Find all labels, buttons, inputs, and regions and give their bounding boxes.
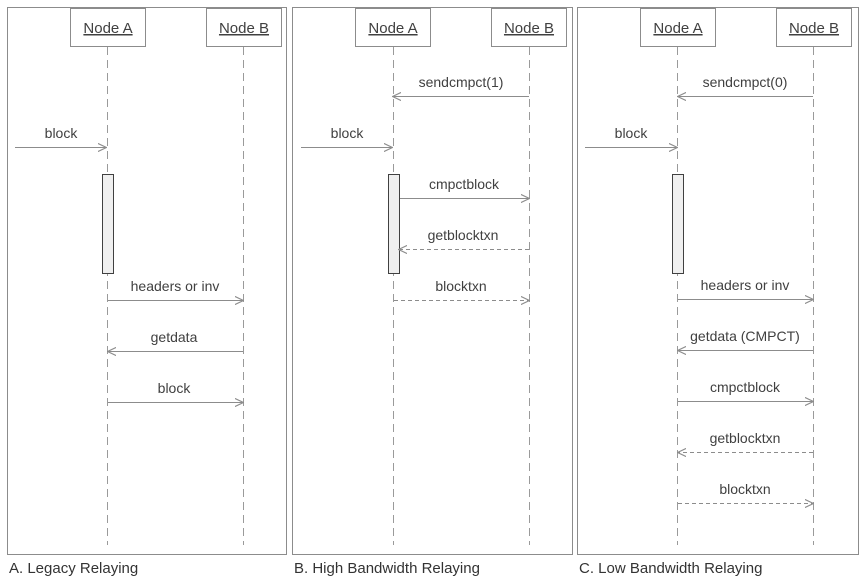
- node-a-activation-bar: [672, 174, 684, 274]
- panel-high-bandwidth-relaying: Node A Node B sendcmpct(1) block cmpctbl…: [292, 7, 573, 555]
- message-headers-or-inv-label: headers or inv: [701, 277, 790, 293]
- node-b-label: Node B: [504, 20, 554, 37]
- message-getblocktxn-label: getblocktxn: [428, 227, 499, 243]
- message-blocktxn-label: blocktxn: [435, 278, 486, 294]
- message-block-label: block: [45, 125, 79, 141]
- node-b-label: Node B: [789, 20, 839, 37]
- caption-low-bandwidth-relaying: C. Low Bandwidth Relaying: [579, 560, 762, 577]
- message-sendcmpct-label: sendcmpct(0): [703, 74, 788, 90]
- node-a-label: Node A: [83, 20, 132, 37]
- node-a-box: [70, 8, 146, 47]
- node-a-activation-bar: [388, 174, 400, 274]
- message-getblocktxn-label: getblocktxn: [710, 430, 781, 446]
- panel-frame: [292, 7, 573, 555]
- message-block-label: block: [331, 125, 365, 141]
- node-b-box: [776, 8, 852, 47]
- node-b-box: [206, 8, 282, 47]
- panel-frame: [7, 7, 287, 555]
- node-a-label: Node A: [653, 20, 702, 37]
- message-block-2-label: block: [158, 380, 192, 396]
- caption-high-bandwidth-relaying: B. High Bandwidth Relaying: [294, 560, 480, 577]
- node-a-box: [355, 8, 431, 47]
- panel-legacy-relaying: Node A Node B block headers or inv getda…: [7, 7, 287, 555]
- message-cmpctblock-label: cmpctblock: [710, 379, 781, 395]
- panel-frame: [577, 7, 859, 555]
- message-cmpctblock-label: cmpctblock: [429, 176, 500, 192]
- message-getdata-cmpct-label: getdata (CMPCT): [690, 328, 800, 344]
- message-blocktxn-label: blocktxn: [719, 481, 770, 497]
- caption-legacy-relaying: A. Legacy Relaying: [9, 560, 138, 577]
- node-b-box: [491, 8, 567, 47]
- node-a-box: [640, 8, 716, 47]
- message-sendcmpct-label: sendcmpct(1): [419, 74, 504, 90]
- message-getdata-label: getdata: [151, 329, 198, 345]
- panel-low-bandwidth-relaying: Node A Node B sendcmpct(0) block headers…: [577, 7, 859, 555]
- node-a-activation-bar: [102, 174, 114, 274]
- message-block-label: block: [615, 125, 649, 141]
- message-headers-or-inv-label: headers or inv: [131, 278, 220, 294]
- node-b-label: Node B: [219, 20, 269, 37]
- node-a-label: Node A: [368, 20, 417, 37]
